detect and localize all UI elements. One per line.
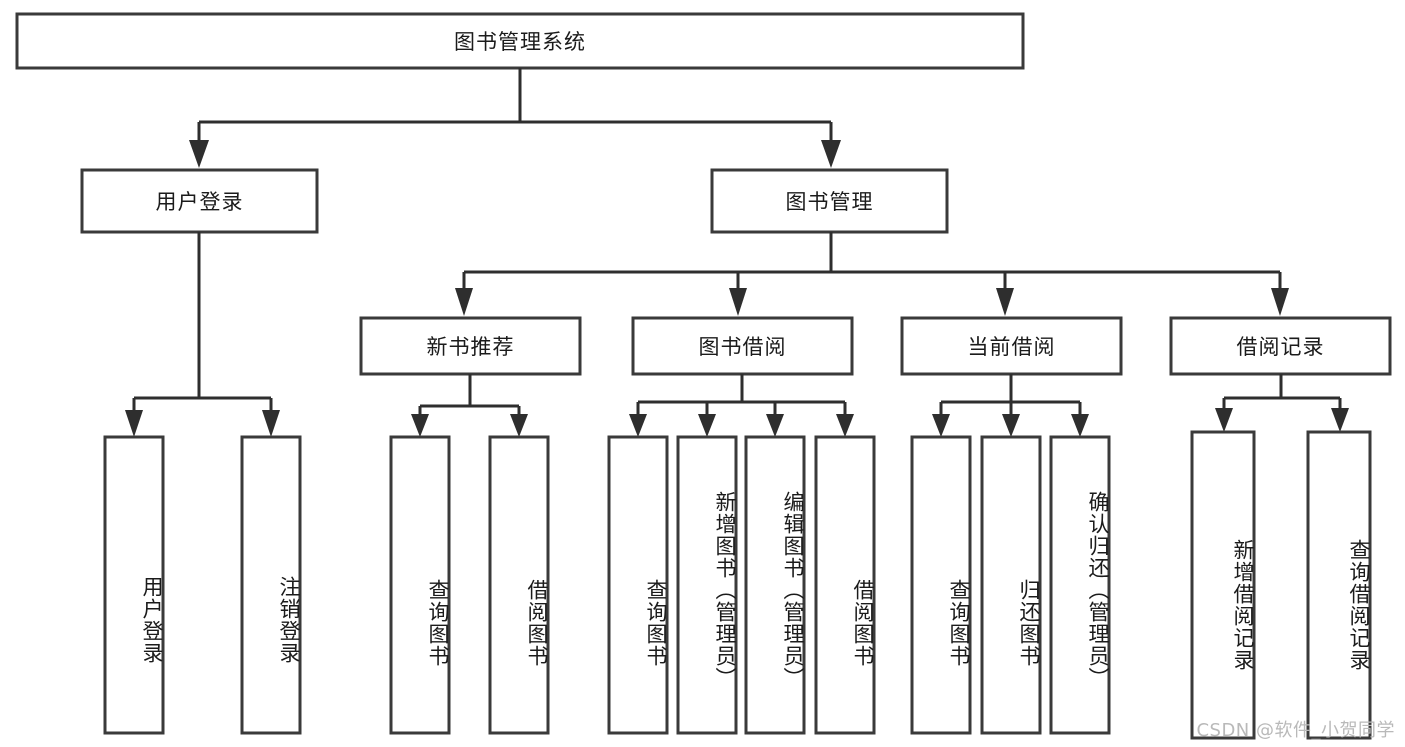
arrow-newbook-l2-icon — [510, 414, 528, 437]
arrow-root-to-bookmgmt-icon — [821, 140, 841, 168]
arrow-currentborrow-l1-icon — [932, 414, 950, 437]
arrow-records-l1-icon — [1215, 408, 1233, 432]
node-leaf-borrow-book-2[interactable] — [814, 435, 876, 735]
node-book-management[interactable] — [710, 168, 949, 234]
arrow-currentborrow-l3-icon — [1071, 414, 1089, 437]
node-leaf-user-login[interactable] — [103, 435, 165, 735]
arrow-newbook-l1-icon — [411, 414, 429, 437]
arrow-bookmgmt-c2-icon — [729, 288, 747, 316]
node-root[interactable] — [15, 12, 1025, 70]
arrow-login-leaf2-icon — [262, 410, 280, 437]
node-leaf-logout[interactable] — [240, 435, 302, 735]
node-book-borrow[interactable] — [631, 316, 854, 376]
arrow-bookborrow-l2-icon — [698, 414, 716, 437]
node-leaf-borrow-book-1[interactable] — [488, 435, 550, 735]
node-user-login[interactable] — [80, 168, 319, 234]
arrow-bookborrow-l4-icon — [836, 414, 854, 437]
node-leaf-add-book[interactable] — [676, 435, 738, 735]
watermark-text: CSDN @软件_小贺同学 — [1196, 720, 1395, 741]
node-leaf-query-book-1[interactable] — [389, 435, 451, 735]
node-new-book-recommend[interactable] — [359, 316, 582, 376]
node-leaf-confirm-return[interactable] — [1049, 435, 1111, 735]
arrow-root-to-login-icon — [189, 140, 209, 168]
node-leaf-query-book-2[interactable] — [607, 435, 669, 735]
node-leaf-return-book[interactable] — [980, 435, 1042, 735]
arrow-bookmgmt-c4-icon — [1271, 288, 1289, 316]
node-borrow-records[interactable] — [1169, 316, 1392, 376]
arrow-bookmgmt-c3-icon — [996, 288, 1014, 316]
arrow-login-leaf1-icon — [125, 410, 143, 437]
node-leaf-add-record[interactable] — [1190, 430, 1256, 740]
node-current-borrow[interactable] — [900, 316, 1123, 376]
arrow-records-l2-icon — [1331, 408, 1349, 432]
arrow-currentborrow-l2-icon — [1002, 414, 1020, 437]
node-leaf-query-book-3[interactable] — [910, 435, 972, 735]
node-leaf-edit-book[interactable] — [744, 435, 806, 735]
arrow-bookborrow-l1-icon — [629, 414, 647, 437]
arrow-bookborrow-l3-icon — [766, 414, 784, 437]
arrow-bookmgmt-c1-icon — [455, 288, 473, 316]
node-leaf-query-record[interactable] — [1306, 430, 1372, 740]
